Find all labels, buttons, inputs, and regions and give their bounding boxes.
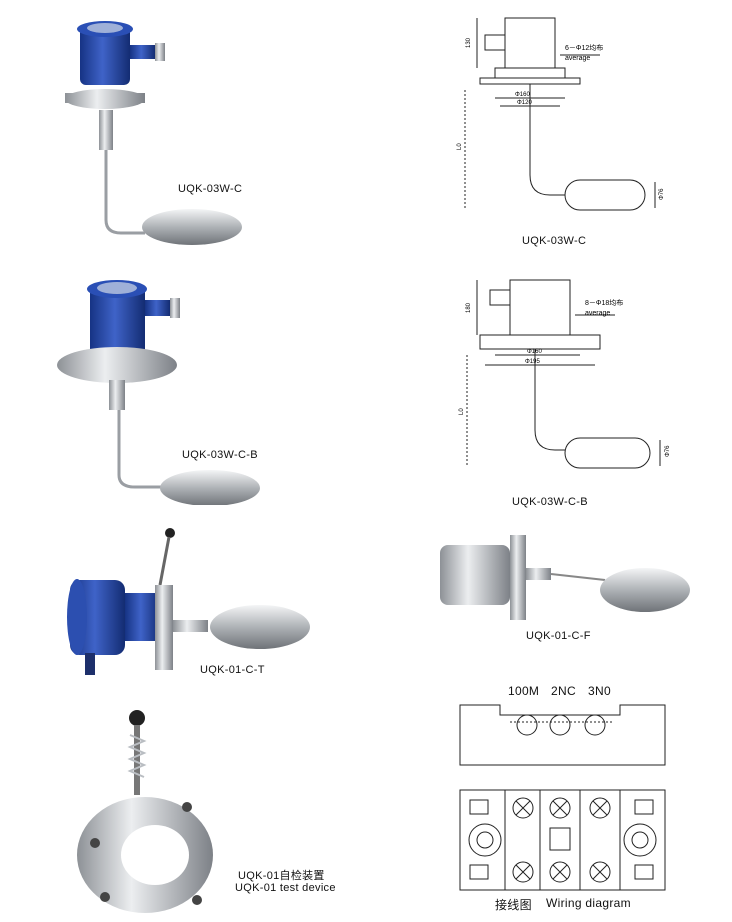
hole-note-en: average [565, 55, 590, 62]
dim-phi-inner: Φ120 [517, 100, 532, 106]
dim-l0: L0 [457, 143, 463, 150]
wiring-caption-cn: 接线图 [495, 898, 532, 912]
dim-height: 130 [466, 37, 472, 48]
dim-height: 180 [466, 302, 472, 313]
product-label-uqk-01-c-t: UQK-01-C-T [200, 664, 265, 676]
product-label-test-device-cn: UQK-01自检装置 [238, 870, 325, 882]
hole-note-en: average [585, 310, 610, 317]
dim-l0: L0 [459, 408, 465, 415]
wiring-caption-en: Wiring diagram [546, 896, 631, 910]
dim-phi-inner: Φ160 [527, 349, 542, 355]
dimension-drawing-uqk-03w-c-b: 180 Φ160 Φ195 L0 Φ76 8－Φ18均布 average [459, 279, 671, 469]
terminal-label-3n0: 3N0 [588, 684, 611, 698]
hole-note-cn: 6－Φ12均布 [565, 43, 603, 52]
product-label-test-device-en: UQK-01 test device [235, 882, 336, 894]
product-image-uqk-01-c-f [440, 535, 690, 620]
terminal-label-2nc: 2NC [551, 684, 576, 698]
dim-float-diameter: Φ76 [659, 188, 665, 200]
product-label-uqk-03w-c-b: UQK-03W-C-B [182, 449, 258, 461]
product-image-uqk-01-test-device [77, 710, 213, 913]
hole-note-cn: 8－Φ18均布 [585, 298, 623, 307]
dimension-drawing-uqk-03w-c: 130 Φ160 Φ120 L0 Φ76 6－Φ12均布 average [457, 17, 665, 211]
terminal-label-100m: 100M [508, 684, 540, 698]
product-label-uqk-03w-c: UQK-03W-C [178, 183, 243, 195]
dim-phi-outer: Φ195 [525, 359, 540, 365]
drawing-label-uqk-03w-c: UQK-03W-C [522, 235, 587, 247]
product-image-uqk-03w-c-b [57, 280, 260, 505]
product-image-uqk-01-c-t [67, 528, 310, 675]
wiring-diagram [459, 704, 666, 891]
drawing-label-uqk-03w-c-b: UQK-03W-C-B [512, 496, 588, 508]
product-image-uqk-03w-c [65, 21, 242, 245]
dim-float-diameter: Φ76 [665, 445, 671, 457]
product-label-uqk-01-c-f: UQK-01-C-F [526, 630, 591, 642]
dim-phi-outer: Φ160 [515, 92, 530, 98]
